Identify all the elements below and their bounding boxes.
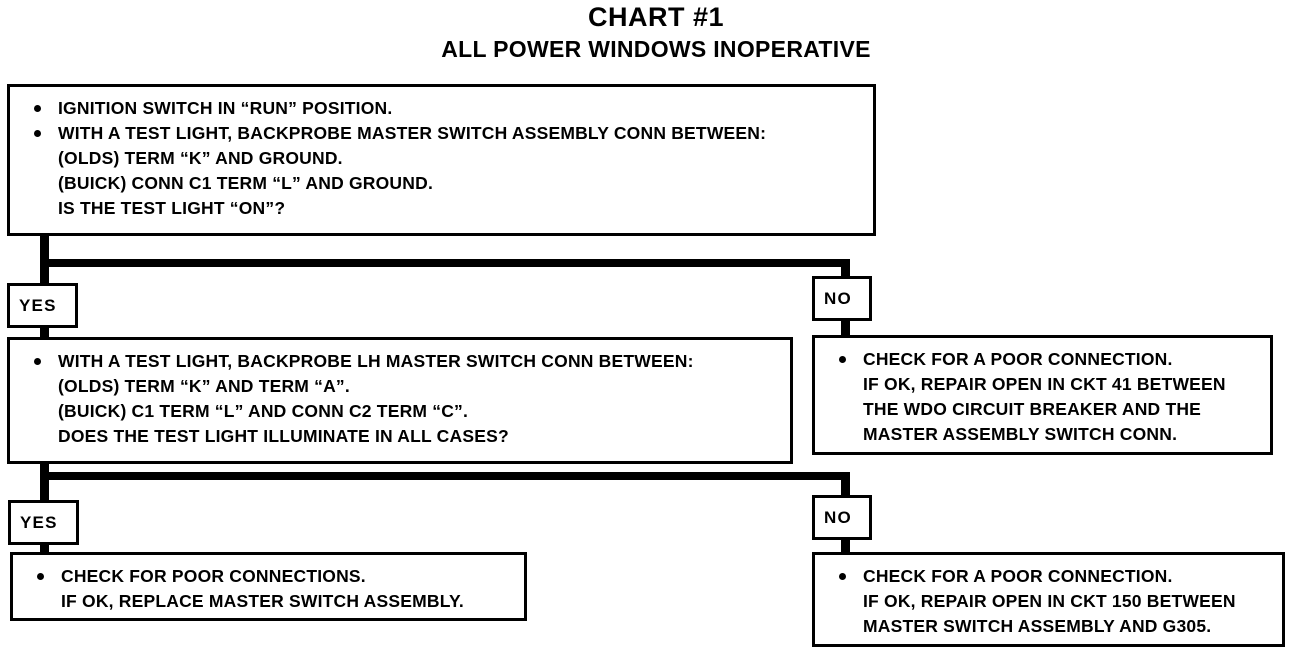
- test-step-2-box: WITH A TEST LIGHT, BACKPROBE LH MASTER S…: [7, 337, 793, 464]
- result1no-line-2: IF OK, REPAIR OPEN IN CKT 41 BETWEEN: [863, 374, 1226, 394]
- result-step2-no-content: CHECK FOR A POOR CONNECTION. IF OK, REPA…: [815, 555, 1282, 645]
- connector-step1-no-drop: [841, 259, 850, 278]
- step1-line-3: (OLDS) TERM “K” AND GROUND.: [58, 148, 343, 168]
- connector-step2-yes-drop: [40, 472, 49, 502]
- branch-tag-step1-yes-label: YES: [19, 295, 57, 315]
- step1-line-2: WITH A TEST LIGHT, BACKPROBE MASTER SWIT…: [20, 121, 863, 146]
- page-subtitle: ALL POWER WINDOWS INOPERATIVE: [441, 36, 871, 62]
- test-step-2-content: WITH A TEST LIGHT, BACKPROBE LH MASTER S…: [10, 340, 790, 455]
- connector-step1-yes-drop: [40, 259, 49, 285]
- result-step2-yes-content: CHECK FOR POOR CONNECTIONS. IF OK, REPLA…: [13, 555, 524, 620]
- connector-step1-yes-to-step2: [40, 326, 49, 340]
- connector-step1-drop: [40, 236, 49, 266]
- connector-step1-bus: [40, 259, 850, 267]
- result2no-line-1: CHECK FOR A POOR CONNECTION.: [825, 564, 1272, 589]
- step1-line-4: (BUICK) CONN C1 TERM “L” AND GROUND.: [58, 173, 434, 193]
- page-title: CHART #1: [587, 2, 725, 32]
- test-step-1-content: IGNITION SWITCH IN “RUN” POSITION. WITH …: [10, 87, 873, 227]
- result-step1-no-content: CHECK FOR A POOR CONNECTION. IF OK, REPA…: [815, 338, 1270, 453]
- step1-line-5: IS THE TEST LIGHT “ON”?: [58, 198, 286, 218]
- connector-step2-bus: [40, 472, 850, 480]
- branch-tag-step1-yes: YES: [7, 283, 78, 328]
- result2no-line-2: IF OK, REPAIR OPEN IN CKT 150 BETWEEN: [863, 591, 1236, 611]
- branch-tag-step2-no: NO: [812, 495, 872, 540]
- step2-line-3: (BUICK) C1 TERM “L” AND CONN C2 TERM “C”…: [58, 401, 469, 421]
- branch-tag-step2-no-label: NO: [824, 507, 852, 527]
- branch-tag-step1-no-label: NO: [824, 288, 852, 308]
- result2no-line-3: MASTER SWITCH ASSEMBLY AND G305.: [863, 616, 1212, 636]
- step2-line-2: (OLDS) TERM “K” AND TERM “A”.: [58, 376, 350, 396]
- result2yes-line-2: IF OK, REPLACE MASTER SWITCH ASSEMBLY.: [61, 591, 464, 611]
- connector-step1-no-to-result: [841, 319, 850, 337]
- result-step2-yes-box: CHECK FOR POOR CONNECTIONS. IF OK, REPLA…: [10, 552, 527, 621]
- branch-tag-step2-yes: YES: [8, 500, 79, 545]
- connector-step2-no-drop: [841, 472, 850, 498]
- connector-step2-no-to-result: [841, 538, 850, 554]
- result-step2-no-box: CHECK FOR A POOR CONNECTION. IF OK, REPA…: [812, 552, 1285, 647]
- step1-line-1: IGNITION SWITCH IN “RUN” POSITION.: [20, 96, 863, 121]
- step2-line-1: WITH A TEST LIGHT, BACKPROBE LH MASTER S…: [20, 349, 780, 374]
- branch-tag-step2-yes-label: YES: [20, 512, 58, 532]
- result1no-line-1: CHECK FOR A POOR CONNECTION.: [825, 347, 1260, 372]
- test-step-1-box: IGNITION SWITCH IN “RUN” POSITION. WITH …: [7, 84, 876, 236]
- result-step1-no-box: CHECK FOR A POOR CONNECTION. IF OK, REPA…: [812, 335, 1273, 455]
- result1no-line-4: MASTER ASSEMBLY SWITCH CONN.: [863, 424, 1178, 444]
- branch-tag-step1-no: NO: [812, 276, 872, 321]
- step2-line-4: DOES THE TEST LIGHT ILLUMINATE IN ALL CA…: [58, 426, 509, 446]
- result1no-line-3: THE WDO CIRCUIT BREAKER AND THE: [863, 399, 1202, 419]
- result2yes-line-1: CHECK FOR POOR CONNECTIONS.: [23, 564, 514, 589]
- connector-step2-yes-to-result: [40, 543, 49, 555]
